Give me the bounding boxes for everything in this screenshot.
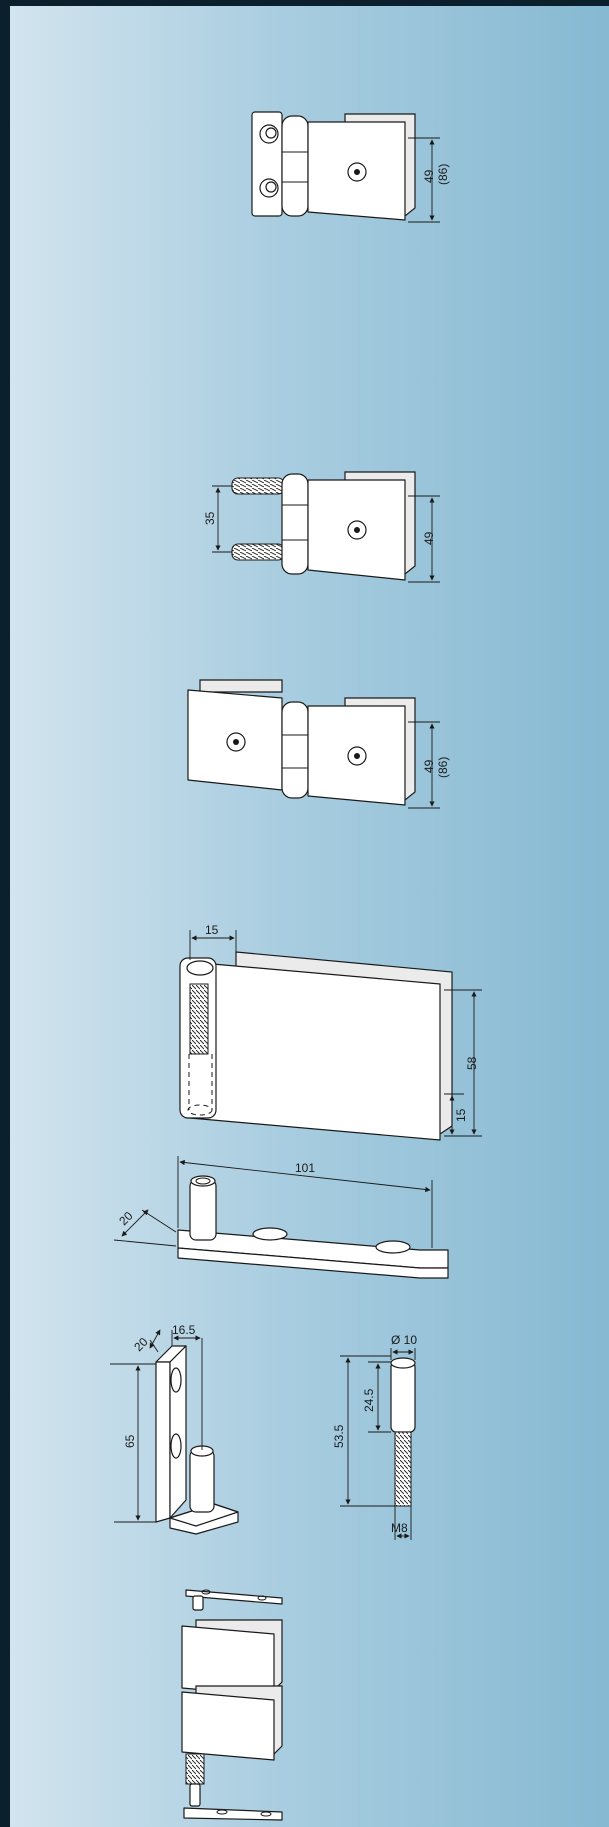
threaded-stud [231, 543, 285, 561]
dim-offset: 16.5 [172, 1323, 196, 1337]
top-border [0, 0, 609, 6]
hinge-knuckle [281, 115, 309, 217]
hinge-studs: 35 49 [203, 471, 440, 583]
slot-hole-icon [170, 1367, 182, 1393]
exploded-assembly [181, 1589, 283, 1821]
dim-thread: M8 [391, 1521, 408, 1535]
pivot-pin [189, 1179, 217, 1241]
slot-hole-icon [170, 1433, 182, 1459]
dim-length: 101 [295, 1161, 315, 1175]
dim-height-alt: (86) [436, 164, 450, 185]
dim-height: 65 [123, 1434, 137, 1448]
spring-icon [185, 1753, 205, 1785]
bracket-side [155, 1361, 171, 1523]
dim-total-length: 53.5 [332, 1424, 346, 1448]
top-plate [185, 1589, 283, 1605]
pin-sleeve [390, 1361, 416, 1433]
hinge-knuckle [281, 701, 309, 799]
pin-thread [394, 1431, 412, 1507]
pivot-pin-detail: Ø 10 24.5 53.5 M8 [332, 1333, 417, 1540]
dim-height: 49 [422, 531, 436, 545]
dim-height: 49 [422, 759, 436, 773]
pivot-pin [189, 1449, 215, 1513]
dim-sleeve-length: 24.5 [362, 1388, 376, 1412]
dim-diameter: Ø 10 [391, 1333, 417, 1347]
threaded-pin [189, 983, 209, 1055]
lower-clamp [181, 1691, 275, 1761]
dim-stud-spacing: 35 [203, 511, 217, 525]
threaded-stud [231, 477, 285, 495]
hinge-knuckle [281, 473, 309, 575]
dim-top-offset: 15 [205, 923, 219, 937]
dim-height: 49 [422, 169, 436, 183]
drawing-panel [10, 6, 609, 1827]
dim-bottom-offset: 15 [454, 1108, 468, 1122]
dim-height-alt: (86) [436, 757, 450, 778]
slot-hole-icon [252, 1227, 288, 1241]
hinge-glass-glass: 49 (86) [187, 679, 450, 809]
slot-hole-icon [375, 1240, 411, 1254]
bottom-plate [183, 1807, 283, 1821]
pivot-clamp: 15 58 15 [179, 923, 482, 1141]
floor-plate: 101 20 [113, 1156, 449, 1279]
dim-depth: 20 [131, 1335, 151, 1355]
clamp-body [189, 961, 441, 1141]
dim-height: 58 [465, 1056, 479, 1070]
angle-bracket: 16.5 20 65 [110, 1323, 239, 1535]
hinge-wall-plate: 49 (86) [251, 111, 450, 223]
